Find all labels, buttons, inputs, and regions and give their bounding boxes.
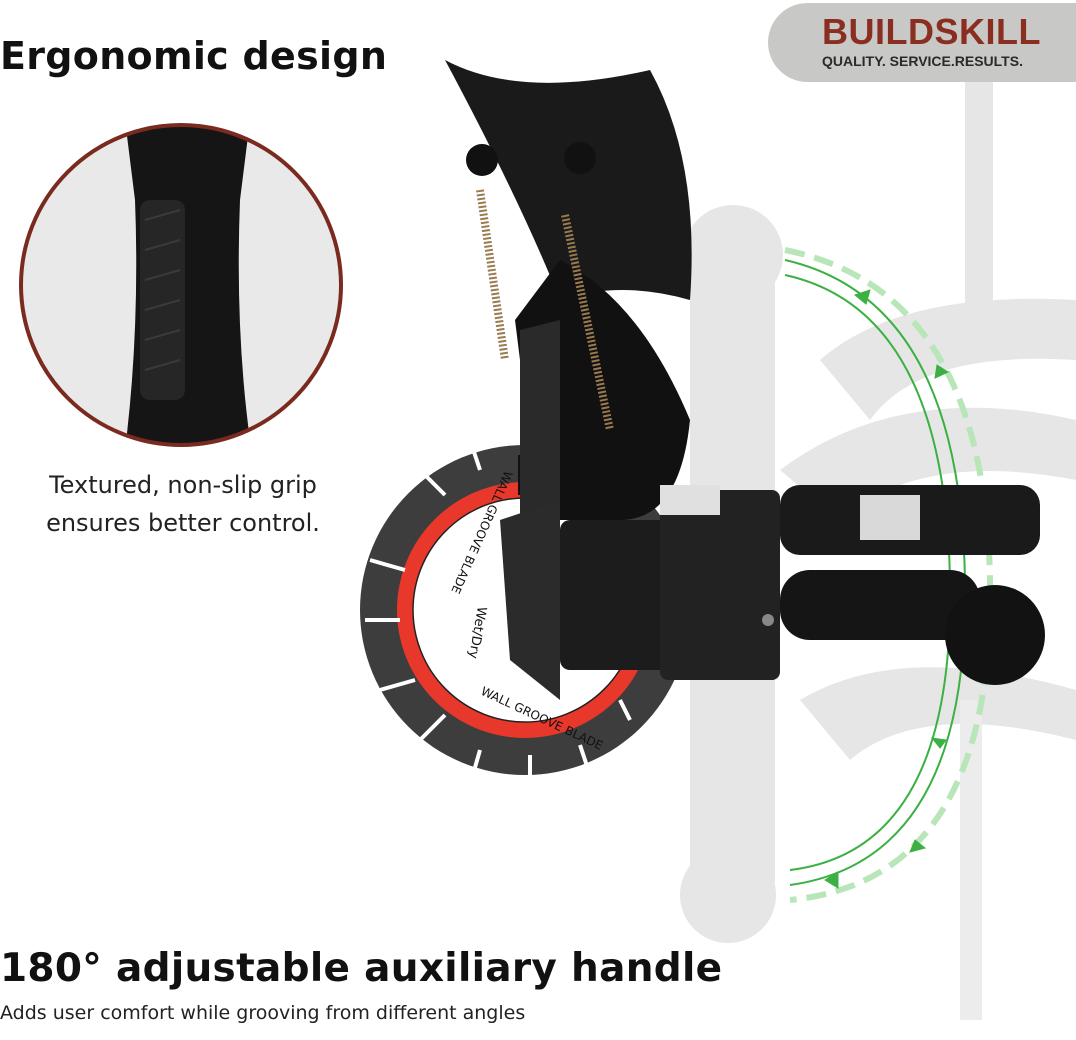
grip-caption-line: ensures better control. bbox=[46, 509, 320, 537]
brand-tagline: QUALITY. SERVICE.RESULTS. bbox=[822, 53, 1023, 69]
heading-ergonomic-design: Ergonomic design bbox=[0, 34, 388, 78]
grip-caption-line: Textured, non-slip grip bbox=[49, 471, 317, 499]
wall-chaser-tool bbox=[445, 60, 1045, 700]
brand-name: BUILDSKILL bbox=[822, 11, 1041, 52]
arrow-head-icon bbox=[853, 289, 871, 305]
brand-badge: BUILDSKILL QUALITY. SERVICE.RESULTS. bbox=[768, 3, 1076, 82]
subtitle-adjustable-handle: Adds user comfort while grooving from di… bbox=[0, 1002, 526, 1024]
heading-adjustable-handle: 180° adjustable auxiliary handle bbox=[0, 946, 723, 991]
grip-detail-circle bbox=[19, 123, 343, 447]
grip-caption: Textured, non-slip grip ensures better c… bbox=[0, 466, 366, 542]
grip-texture bbox=[140, 200, 185, 400]
